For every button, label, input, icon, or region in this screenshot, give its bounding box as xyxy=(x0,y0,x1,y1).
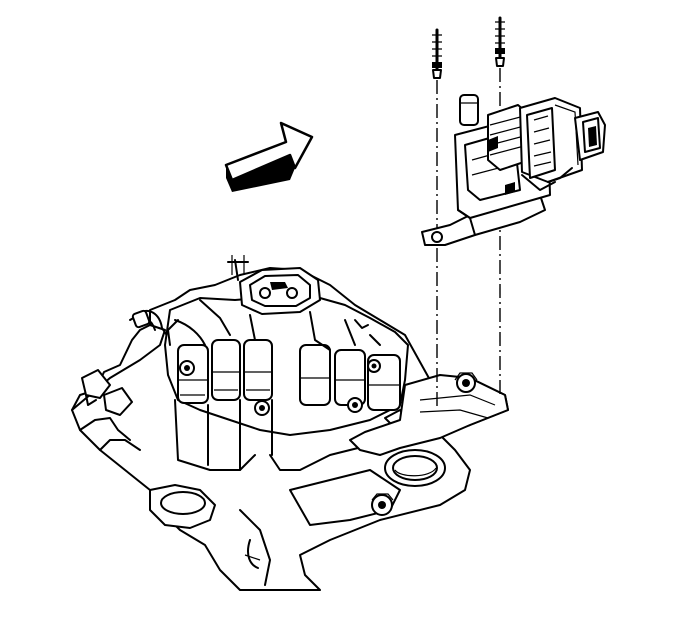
mounting-bolt-left xyxy=(432,28,442,79)
intake-runners xyxy=(174,339,401,471)
direction-arrow xyxy=(224,121,314,192)
ignition-coil-module-assembly xyxy=(421,94,606,246)
mounting-bolt-right xyxy=(495,16,505,67)
mounting-plate xyxy=(349,372,509,516)
upper-intake-manifold xyxy=(164,255,409,471)
manifold-nuts xyxy=(179,359,381,416)
